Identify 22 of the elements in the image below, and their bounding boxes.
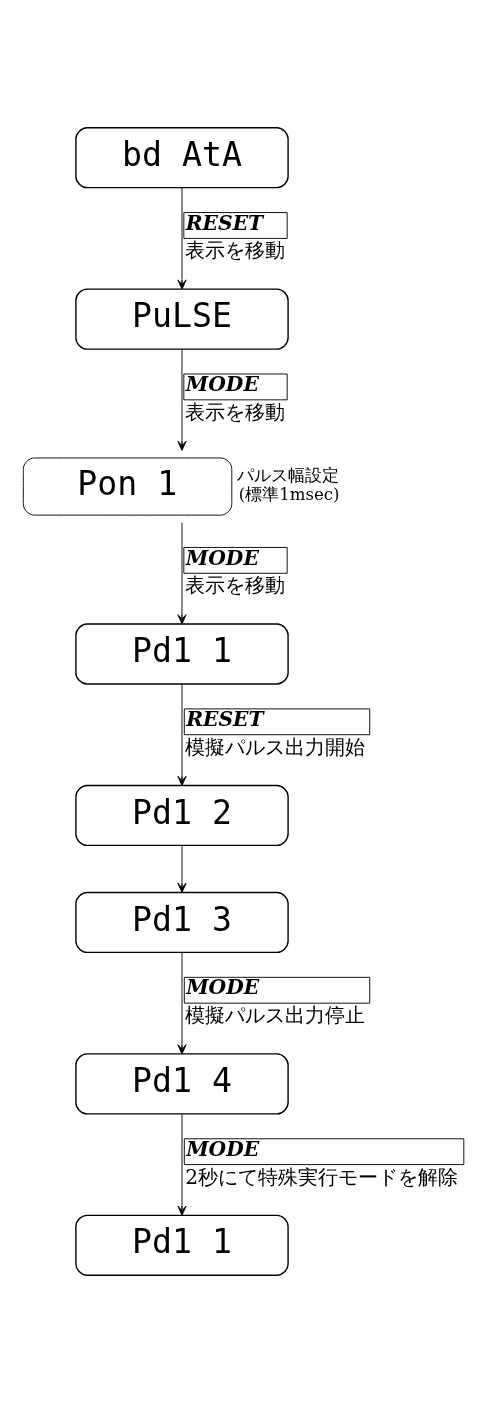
edge-label: MODE 表示を移動 bbox=[184, 372, 285, 424]
node-box: Pd1 1 bbox=[75, 1214, 289, 1276]
arrow bbox=[177, 845, 187, 893]
node-box: PuLSE bbox=[75, 288, 289, 350]
arrow bbox=[177, 683, 187, 786]
edge-label: RESET 表示を移動 bbox=[184, 210, 285, 263]
arrow bbox=[177, 1113, 187, 1216]
arrow bbox=[177, 187, 187, 290]
arrow bbox=[177, 952, 187, 1055]
node-box: Pd1 2 bbox=[75, 784, 289, 847]
edge-label: RESET 模擬パルス出力開始 bbox=[185, 707, 366, 759]
node-box: Pd1 3 bbox=[75, 891, 289, 954]
node-box: Pd1 1 bbox=[75, 623, 289, 685]
arrow bbox=[177, 348, 187, 451]
node-box: Pon 1 bbox=[22, 457, 233, 516]
node-box: Pd1 4 bbox=[75, 1053, 289, 1115]
arrow bbox=[177, 522, 187, 625]
edge-label: MODE 2秒にて特殊実行モードを解除 bbox=[185, 1136, 459, 1189]
node-label: パルス幅設定 (標準1msec) bbox=[237, 466, 340, 504]
edge-label: MODE 表示を移動 bbox=[184, 545, 285, 598]
edge-label: MODE 模擬パルス出力停止 bbox=[185, 975, 366, 1028]
node-box: bd AtA bbox=[75, 127, 289, 189]
